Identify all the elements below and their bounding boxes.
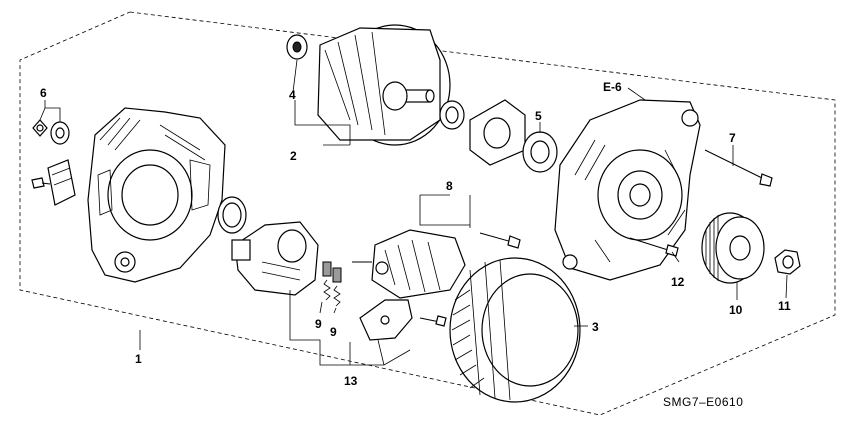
callout-6[interactable]: 6 <box>40 86 47 100</box>
voltage-regulator-part[interactable] <box>352 229 521 299</box>
brush-holder-part[interactable] <box>231 221 319 296</box>
callout-5[interactable]: 5 <box>535 109 542 123</box>
stator-part[interactable] <box>449 257 581 403</box>
callout-8[interactable]: 8 <box>446 179 453 193</box>
spacer-ring-part[interactable] <box>439 100 465 130</box>
section-reference-e6[interactable]: E-6 <box>603 80 622 94</box>
callout-1[interactable]: 1 <box>135 352 142 366</box>
callout-9-right[interactable]: 9 <box>330 325 337 339</box>
front-housing-part[interactable] <box>554 99 701 281</box>
callout-11[interactable]: 11 <box>778 299 791 313</box>
bearing-retainer-plate[interactable] <box>469 99 526 166</box>
callout-4[interactable]: 4 <box>289 88 296 102</box>
pulley-nut-part[interactable] <box>774 249 801 275</box>
rear-bearing-part[interactable] <box>286 34 308 60</box>
callout-13[interactable]: 13 <box>344 374 358 388</box>
through-bolt-part[interactable] <box>704 149 773 187</box>
callout-12[interactable]: 12 <box>671 275 685 289</box>
terminal-insulator-part[interactable] <box>31 119 76 206</box>
assembly-outline <box>19 11 836 416</box>
callout-7[interactable]: 7 <box>729 131 736 145</box>
brush-cover-part[interactable] <box>359 299 447 341</box>
brush-part[interactable] <box>322 261 342 307</box>
rear-housing-part[interactable] <box>87 107 226 283</box>
callout-2[interactable]: 2 <box>290 149 297 163</box>
callout-3[interactable]: 3 <box>592 320 599 334</box>
mounting-screw-part[interactable] <box>629 237 679 257</box>
rotor-part[interactable] <box>317 24 451 146</box>
pulley-part[interactable] <box>701 212 765 284</box>
front-bearing-part[interactable] <box>522 131 558 173</box>
callout-9-left[interactable]: 9 <box>315 317 322 331</box>
callout-10[interactable]: 10 <box>729 303 743 317</box>
terminal-gasket-part[interactable] <box>217 196 247 234</box>
diagram-reference-code: SMG7–E0610 <box>663 395 743 409</box>
leader-lines <box>39 59 788 366</box>
